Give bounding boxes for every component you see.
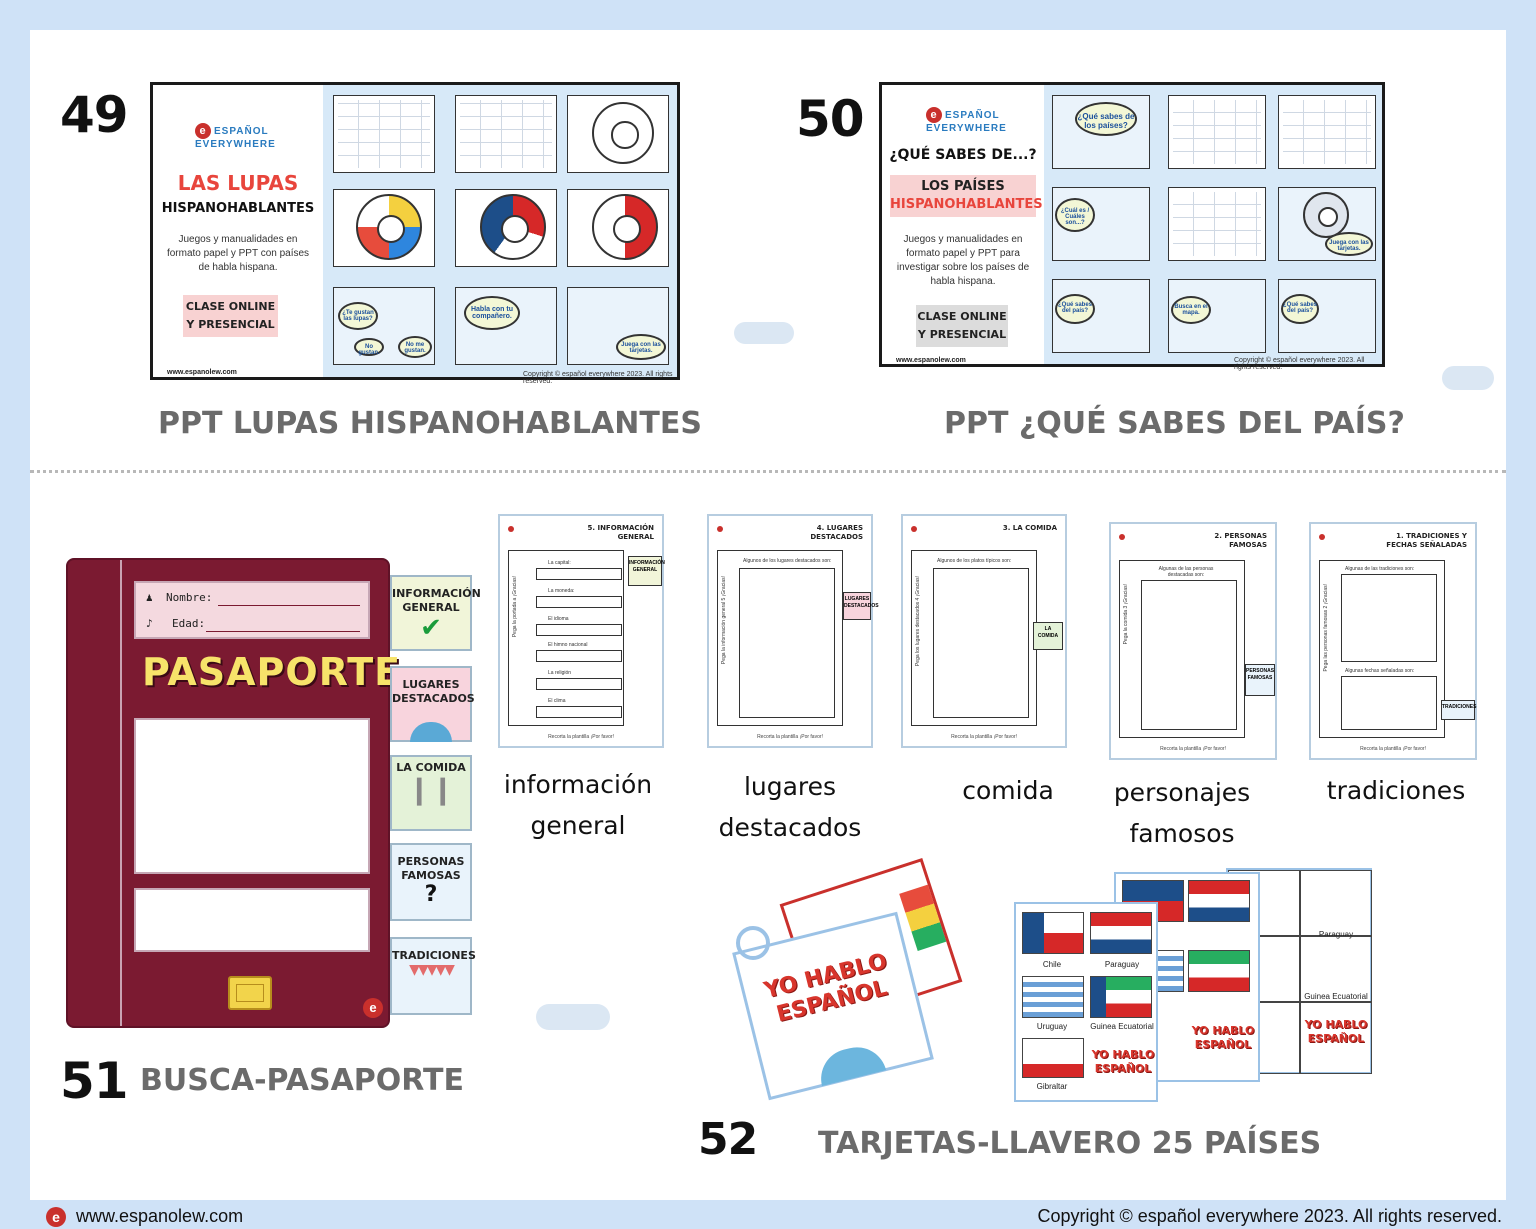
cloud-decoration (1442, 366, 1494, 390)
thumb-bubble-3: Juega con las tarjetas. (567, 287, 669, 365)
bunting-icon: ▼▼▼▼▼ (409, 962, 455, 978)
slide-heading-red: LAS LUPAS (177, 171, 299, 195)
brand-logo-icon: e (926, 107, 942, 123)
country-guinea-ecuatorial: Guinea Ecuatorial (1090, 1022, 1154, 1031)
flag-paraguay-icon (1090, 912, 1152, 954)
slide-heading-black: ¿QUÉ SABES DE...? (889, 147, 1037, 163)
item-number-52: 52 (698, 1114, 758, 1165)
item-title-49: PPT LUPAS HISPANOHABLANTES (158, 406, 702, 441)
thumb-wheel-1 (333, 189, 435, 267)
sheet-personas-famosas[interactable]: 2. PERSONAS FAMOSAS Algunas de las perso… (1109, 522, 1277, 760)
passport-logo-icon: e (363, 998, 383, 1018)
tab-personas-famosas[interactable]: PERSONAS FAMOSAS ? (390, 843, 472, 921)
passport-photo-box (134, 718, 370, 874)
flag-guinea-ecuatorial-icon (1090, 976, 1152, 1018)
footer-logo-icon: e (46, 1207, 66, 1228)
thumb-bubble-1: ¿Te gustan las lupas? No gustan. No me g… (333, 287, 435, 365)
thumb-bubble-a: ¿Qué sabes de los países? (1052, 95, 1150, 169)
person-icon: ♟ (146, 591, 153, 604)
keyring-icon (736, 926, 770, 960)
country-chile: Chile (1042, 960, 1062, 969)
mystery-person-icon: ? (424, 882, 438, 907)
sheet-tradiciones[interactable]: 1. TRADICIONES Y FECHAS SEÑALADAS Alguna… (1309, 522, 1477, 760)
slide-url: www.espanolew.com (167, 369, 237, 376)
brand-logo-icon: e (195, 123, 211, 139)
thumb-bubble-d: ¿Qué sabes del país? (1052, 279, 1150, 353)
thumb-flags-2 (455, 95, 557, 173)
thumb-bubble-c: Juega con las tarjetas. (1278, 187, 1376, 261)
flag-gibraltar-icon (1022, 1038, 1084, 1078)
thumb-wheel-2 (455, 189, 557, 267)
passport-title: PASAPORTE (142, 650, 402, 694)
thumb-bubble-f: ¿Qué sabes del país? (1278, 279, 1376, 353)
thumb-list-1 (1168, 95, 1266, 169)
flag-sheet-keycard-text: YO HABLO ESPAÑOL (1091, 1048, 1155, 1075)
sheet-la-comida[interactable]: 3. LA COMIDA Algunos de los platos típic… (901, 514, 1067, 748)
thumb-bubble-b: ¿Cuál es / Cuáles son...? (1052, 187, 1150, 261)
caption-tradiciones: tradiciones (1326, 776, 1466, 805)
item-number-51: 51 (60, 1052, 129, 1110)
item-number-49: 49 (60, 86, 129, 144)
thumb-flags-1 (333, 95, 435, 173)
footer-copyright: Copyright © español everywhere 2023. All… (1037, 1206, 1502, 1226)
caption-comida: comida (962, 776, 1054, 805)
slide-copyright: Copyright © español everywhere 2023. All… (523, 371, 673, 385)
globe-icon (410, 722, 452, 742)
slide-heading-black: HISPANOHABLANTES (161, 201, 315, 216)
thumb-wheel-3 (567, 189, 669, 267)
cloud-decoration (734, 322, 794, 344)
keycard-front-text: YO HABLO ESPAÑOL (761, 949, 890, 1028)
tab-lugares-destacados[interactable]: LUGARES DESTACADOS (390, 666, 475, 742)
tab-la-comida[interactable]: LA COMIDA ❙❙ (390, 755, 472, 831)
slide-description: Juegos y manualidades en formato papel y… (896, 234, 1030, 287)
passport-form: ♟ Nombre: ♪ Edad: (134, 581, 370, 639)
thumb-wheel-list (567, 95, 669, 173)
passport-note-box (134, 888, 370, 952)
country-paraguay: Paraguay (1104, 960, 1140, 969)
thumb-sheet-1 (1168, 187, 1266, 261)
flag-chile-icon (1022, 912, 1084, 954)
passport-chip-icon (228, 976, 272, 1010)
thumb-bubble-e: Busca en el mapa. (1168, 279, 1266, 353)
item-title-51: BUSCA-PASAPORTE (140, 1063, 464, 1098)
cutlery-icon: ❙❙ (407, 773, 455, 806)
sheet-informacion-general[interactable]: 5. INFORMACIÓN GENERAL La capital: La mo… (498, 514, 665, 748)
slide-copyright: Copyright © español everywhere 2023. All… (1234, 357, 1365, 371)
item-number-50: 50 (796, 90, 865, 148)
cloud-decoration (536, 1004, 610, 1030)
country-uruguay: Uruguay (1036, 1022, 1068, 1031)
item-title-50: PPT ¿QUÉ SABES DEL PAÍS? (944, 406, 1405, 441)
tab-informacion-general[interactable]: INFORMACIÓN GENERAL ✔ (390, 575, 481, 651)
thumb-bubble-2: Habla con tu compañero. (455, 287, 557, 365)
slide-url: www.espanolew.com (896, 357, 966, 364)
thumb-list-2 (1278, 95, 1376, 169)
slide-description: Juegos y manualidades en formato papel y… (166, 234, 310, 273)
age-label: Edad: (172, 617, 206, 630)
item-title-52: TARJETAS-LLAVERO 25 PAÍSES (818, 1126, 1322, 1161)
cake-icon: ♪ (146, 617, 153, 630)
flag-uruguay-icon (1022, 976, 1084, 1018)
name-label: Nombre: (166, 591, 213, 604)
sheet-lugares-destacados[interactable]: 4. LUGARES DESTACADOS Algunos de los lug… (707, 514, 879, 748)
flag-sheet-front: Chile Paraguay Uruguay Guinea Ecuatorial… (1014, 902, 1158, 1102)
tab-tradiciones[interactable]: TRADICIONES ▼▼▼▼▼ (390, 937, 476, 1015)
country-gibraltar: Gibraltar (1036, 1082, 1068, 1091)
check-icon: ✔ (420, 613, 442, 643)
section-divider (30, 470, 1506, 473)
